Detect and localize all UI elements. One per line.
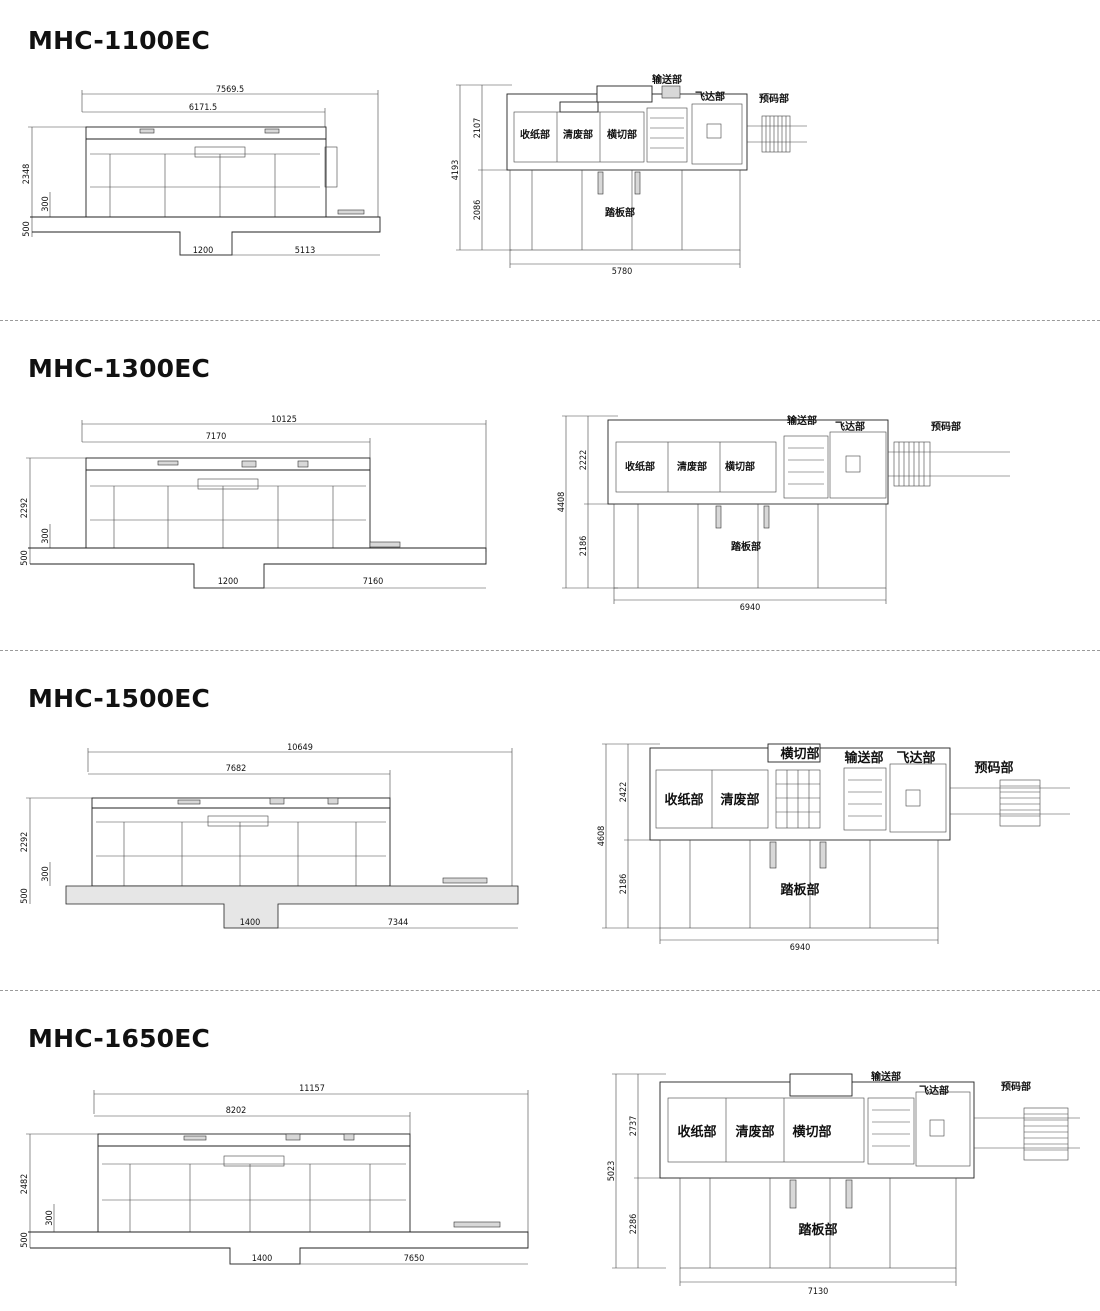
label-feeder: 飞达部	[896, 750, 935, 766]
section-divider	[0, 990, 1100, 991]
label-transfer: 输送部	[787, 414, 817, 427]
dim-inner-length: 7682	[226, 764, 247, 774]
dim-lower: 2186	[579, 536, 589, 557]
dim-right: 7650	[404, 1254, 425, 1264]
dim-lower: 2186	[619, 874, 629, 895]
dim-overall-length: 11157	[299, 1084, 325, 1094]
label-delivery: 收纸部	[520, 128, 550, 141]
dim-left: 1200	[193, 246, 214, 256]
model-section-4: MHC-1650EC 11157 8202 2482 300 500 1400 …	[0, 992, 1100, 1311]
dim-right: 5113	[295, 246, 316, 256]
label-diecut: 横切部	[780, 746, 819, 762]
model-title: MHC-1500EC	[28, 684, 211, 713]
dim-top-width: 7130	[808, 1287, 829, 1297]
dim-total-width: 4408	[557, 492, 567, 513]
dim-overall-length: 10125	[271, 415, 297, 425]
dim-right: 7160	[363, 577, 384, 587]
dim-lower: 2086	[473, 200, 483, 221]
section-divider	[0, 650, 1100, 651]
label-delivery: 收纸部	[677, 1124, 716, 1140]
label-stripping: 清废部	[735, 1124, 774, 1140]
label-prepile: 预码部	[931, 420, 961, 433]
dim-upper: 2222	[579, 450, 589, 471]
dim-top-width: 6940	[740, 603, 761, 613]
dim-total-width: 5023	[607, 1161, 617, 1182]
label-platform: 踏板部	[798, 1222, 837, 1238]
model-section-1: MHC-1100EC 7569.5 6171.5 2348 300 500	[0, 0, 1100, 320]
label-diecut: 横切部	[792, 1124, 831, 1140]
dim-base: 500	[20, 1232, 30, 1247]
model-title: MHC-1300EC	[28, 354, 211, 383]
label-delivery: 收纸部	[664, 792, 703, 808]
top-view-drawing: 4193 2107 2086 收纸部 清废部 横切部 输送部 飞达部 预码部	[451, 73, 807, 277]
label-feeder: 飞达部	[835, 420, 865, 433]
side-view-drawing: 11157 8202 2482 300 500 1400 7650	[20, 1084, 529, 1265]
label-prepile: 预码部	[759, 92, 789, 105]
dim-inner-length: 8202	[226, 1106, 247, 1116]
dim-inner-length: 6171.5	[189, 103, 217, 113]
dim-top-width: 6940	[790, 943, 811, 953]
label-stripping: 清废部	[677, 460, 707, 473]
label-feeder: 飞达部	[919, 1084, 949, 1097]
dim-left: 1400	[240, 918, 261, 928]
dim-overall-length: 7569.5	[216, 85, 244, 95]
label-stripping: 清废部	[720, 792, 759, 808]
model-section-2: MHC-1300EC 10125 7170 2292 300 500 1200 …	[0, 322, 1100, 648]
dim-upper: 2422	[619, 782, 629, 803]
dim-inner-length: 7170	[206, 432, 227, 442]
label-diecut: 横切部	[725, 460, 755, 473]
dim-sub: 300	[41, 866, 51, 881]
top-view-drawing: 4408 2222 2186 收纸部 清废部 横切部 输送部 飞达部 预码部 踏…	[557, 414, 1010, 613]
top-view-drawing: 4608 2422 2186 收纸部 清废部 横切部 输送部 飞达部 预码部	[597, 743, 1070, 953]
dim-right: 7344	[388, 918, 409, 928]
side-view-drawing: 7569.5 6171.5 2348 300 500 1200 5113	[22, 85, 381, 256]
model-section-3: MHC-1500EC 10649 7682 2292 300 500 1400 …	[0, 652, 1100, 988]
dim-left: 1400	[252, 1254, 273, 1264]
dim-height: 2292	[20, 832, 30, 853]
dim-sub: 300	[41, 196, 51, 211]
side-view-drawing: 10649 7682 2292 300 500 1400 7344	[20, 743, 519, 929]
dim-top-width: 5780	[612, 267, 633, 277]
dim-total-width: 4193	[451, 160, 461, 181]
label-transfer: 输送部	[652, 73, 682, 86]
label-delivery: 收纸部	[625, 460, 655, 473]
dim-sub: 300	[41, 528, 51, 543]
label-platform: 踏板部	[780, 882, 819, 898]
dim-overall-length: 10649	[287, 743, 313, 753]
model-title: MHC-1650EC	[28, 1024, 211, 1053]
dim-total-width: 4608	[597, 826, 607, 847]
label-prepile: 预码部	[974, 760, 1013, 776]
label-diecut: 横切部	[607, 128, 637, 141]
section-divider	[0, 320, 1100, 321]
dim-sub: 300	[45, 1210, 55, 1225]
side-view-drawing: 10125 7170 2292 300 500 1200 7160	[20, 415, 487, 589]
dim-upper: 2107	[473, 118, 483, 139]
label-transfer: 输送部	[844, 750, 883, 766]
model-title: MHC-1100EC	[28, 26, 211, 55]
label-prepile: 预码部	[1001, 1080, 1031, 1093]
dim-base: 500	[22, 221, 32, 236]
label-platform: 踏板部	[605, 206, 635, 219]
label-feeder: 飞达部	[695, 90, 725, 103]
dim-base: 500	[20, 888, 30, 903]
dim-height: 2482	[20, 1174, 30, 1195]
dim-lower: 2286	[629, 1214, 639, 1235]
dim-upper: 2737	[629, 1116, 639, 1137]
dim-left: 1200	[218, 577, 239, 587]
dim-base: 500	[20, 550, 30, 565]
dim-height: 2292	[20, 498, 30, 519]
label-transfer: 输送部	[871, 1070, 901, 1083]
label-stripping: 清废部	[563, 128, 593, 141]
label-platform: 踏板部	[731, 540, 761, 553]
dim-height: 2348	[22, 164, 32, 185]
top-view-drawing: 5023 2737 2286 收纸部 清废部 横切部 输送部 飞达部 预码部 踏…	[607, 1070, 1080, 1297]
